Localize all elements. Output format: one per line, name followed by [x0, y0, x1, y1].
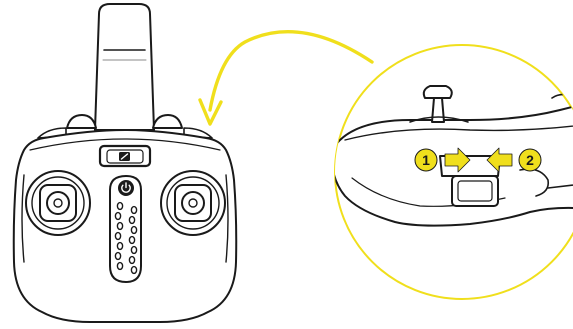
vent-hole [116, 201, 124, 211]
callout-2: 2 [518, 148, 542, 172]
vent-hole [130, 205, 138, 215]
phone-holder-icon [94, 3, 155, 131]
callout-1-label: 1 [422, 152, 430, 168]
mode-button-icon [98, 144, 152, 168]
vent-hole [116, 221, 124, 231]
remote-controller-icon [12, 3, 238, 323]
vent-hole [116, 241, 124, 251]
right-stick [160, 170, 226, 236]
joystick-side [409, 85, 469, 123]
zoom-detail: 1 2 [334, 44, 573, 300]
vent-hole [130, 245, 138, 255]
vent-holes [114, 201, 138, 275]
curved-arrow-icon [198, 30, 374, 126]
arrow-right-icon [444, 147, 471, 173]
vent-hole [128, 215, 136, 225]
vent-hole [130, 265, 138, 275]
vent-hole [116, 261, 124, 271]
vent-hole [128, 235, 136, 245]
left-stick [25, 170, 91, 236]
vent-hole [130, 225, 138, 235]
vent-hole [114, 211, 122, 221]
callout-1: 1 [414, 148, 438, 172]
arrow-left-icon [486, 147, 513, 173]
center-panel [109, 175, 142, 283]
vent-hole [128, 255, 136, 265]
power-icon [118, 180, 134, 196]
callout-2-label: 2 [526, 152, 534, 168]
vent-hole [114, 251, 122, 261]
vent-hole [114, 231, 122, 241]
